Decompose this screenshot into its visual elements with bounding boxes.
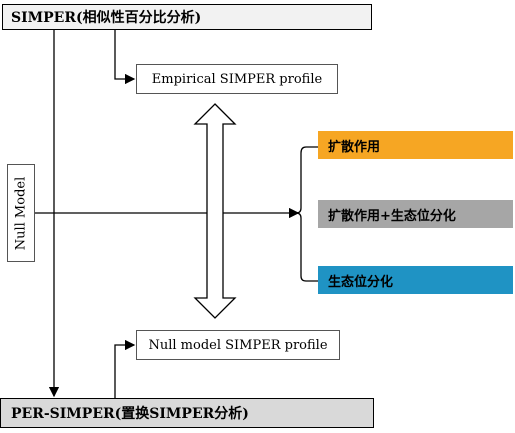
per-simper-label: PER-SIMPER(置换SIMPER分析) xyxy=(11,406,249,422)
category-label: 扩散作用 xyxy=(328,139,381,155)
category-label: 扩散作用+生态位分化 xyxy=(328,208,456,224)
category-dispersal: 扩散作用 xyxy=(318,131,513,159)
double-arrow xyxy=(193,103,237,319)
simper-title-box: SIMPER(相似性百分比分析) xyxy=(2,4,372,30)
null-model-box: Null Model xyxy=(7,164,35,262)
null-model-label: Null Model xyxy=(13,176,29,250)
per-simper-box: PER-SIMPER(置换SIMPER分析) xyxy=(0,398,374,428)
category-bracket xyxy=(295,146,318,282)
branch-to-null-profile xyxy=(114,339,136,398)
category-label: 生态位分化 xyxy=(328,274,394,290)
empirical-profile-label: Empirical SIMPER profile xyxy=(151,71,323,87)
empirical-profile-box: Empirical SIMPER profile xyxy=(136,64,338,94)
null-profile-label: Null model SIMPER profile xyxy=(148,337,328,353)
null-profile-box: Null model SIMPER profile xyxy=(136,330,340,360)
category-dispersal-niche: 扩散作用+生态位分化 xyxy=(318,200,513,228)
category-niche: 生态位分化 xyxy=(318,266,513,294)
simper-title-label: SIMPER(相似性百分比分析) xyxy=(11,10,202,26)
branch-to-empirical xyxy=(114,30,136,85)
